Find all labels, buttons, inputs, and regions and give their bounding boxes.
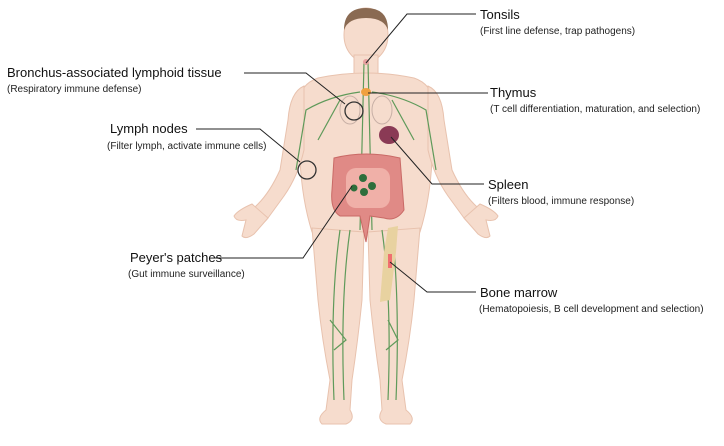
lung-right-icon xyxy=(371,95,393,125)
human-body-icon xyxy=(233,7,499,425)
small-intestine-icon xyxy=(346,168,390,208)
label-thymus-description: (T cell differentiation, maturation, and… xyxy=(490,104,701,115)
label-spleen-description: (Filters blood, immune response) xyxy=(488,196,635,207)
label-tonsils: Tonsils xyxy=(480,7,520,22)
hair-icon xyxy=(344,8,388,30)
peyers-patches-icon xyxy=(350,174,376,196)
label-balt-title: Bronchus-associated lymphoid tissue xyxy=(7,65,222,80)
thymus-icon xyxy=(361,88,371,96)
bone-marrow-icon xyxy=(388,254,392,268)
balt-highlight-circle xyxy=(344,101,364,121)
label-peyers-patches-title: Peyer's patches xyxy=(130,250,223,265)
lymph-node-highlight-circle xyxy=(297,160,317,180)
label-thymus-title: Thymus xyxy=(490,85,537,100)
label-spleen-title: Spleen xyxy=(488,177,529,192)
lung-left-icon xyxy=(339,95,361,125)
label-lymph-nodes-description: (Filter lymph, activate immune cells) xyxy=(107,141,267,152)
label-bone-marrow-description: (Hematopoiesis, B cell development and s… xyxy=(479,304,704,315)
label-peyers-patches-description: (Gut immune surveillance) xyxy=(128,269,245,280)
label-balt-description: (Respiratory immune defense) xyxy=(7,84,142,95)
label-bone-marrow-title: Bone marrow xyxy=(480,285,558,300)
label-tonsils-description: (First line defense, trap pathogens) xyxy=(480,26,636,37)
spleen-icon xyxy=(379,126,399,144)
label-tonsils-title: Tonsils xyxy=(480,7,520,22)
leader-lines xyxy=(196,13,488,293)
label-lymph-nodes-title: Lymph nodes xyxy=(110,121,188,136)
